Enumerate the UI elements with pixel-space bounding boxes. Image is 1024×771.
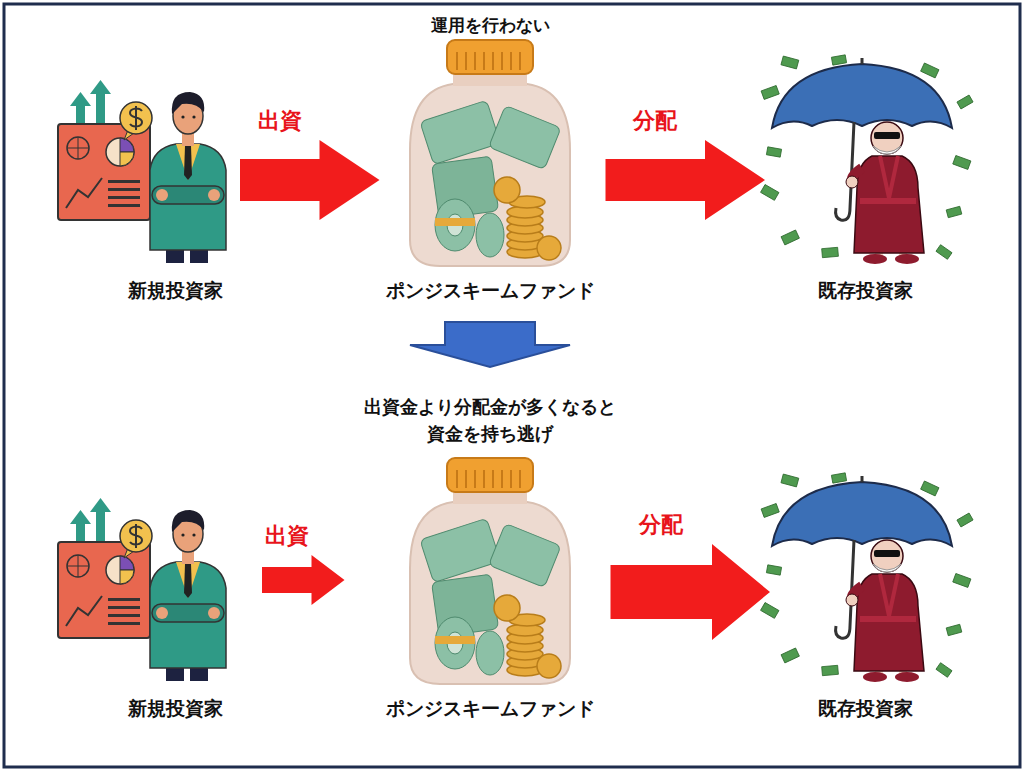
explanation-label: 出資金より分配金が多くなると 資金を持ち逃げ <box>359 393 621 447</box>
existing-investor-figure <box>761 55 973 264</box>
node-caption: 既存投資家 <box>814 692 917 730</box>
edge-label: 出資 <box>265 521 309 551</box>
node-caption: 新規投資家 <box>124 692 227 730</box>
new-investor-figure <box>58 498 226 681</box>
node-caption: ポンジスキームファンド <box>382 692 599 730</box>
flow-arrow <box>262 555 345 605</box>
edge-label: 分配 <box>633 106 677 136</box>
fund-node: ポンジスキームファンド <box>380 40 601 312</box>
frame <box>4 4 1020 767</box>
node-caption: 新規投資家 <box>124 274 227 312</box>
investor-node: 既存投資家 <box>785 40 945 312</box>
edge-label: 分配 <box>639 510 683 540</box>
new-investor-figure <box>58 80 226 263</box>
fund-jar <box>410 40 570 266</box>
transition-arrow <box>410 322 570 367</box>
edge-label: 出資 <box>258 106 302 136</box>
node-caption: ポンジスキームファンド <box>382 274 599 312</box>
investor-node: 新規投資家 <box>110 40 240 312</box>
node-caption: 既存投資家 <box>814 274 917 312</box>
flow-arrow <box>240 140 380 220</box>
investor-node: 既存投資家 <box>785 458 945 730</box>
note-label: 運用を行わない <box>340 14 640 36</box>
fund-jar <box>410 458 570 684</box>
flow-arrow <box>611 544 771 640</box>
flow-arrow <box>606 140 766 220</box>
investor-node: 新規投資家 <box>110 458 240 730</box>
fund-node: ポンジスキームファンド <box>380 458 601 730</box>
existing-investor-figure <box>761 473 973 682</box>
